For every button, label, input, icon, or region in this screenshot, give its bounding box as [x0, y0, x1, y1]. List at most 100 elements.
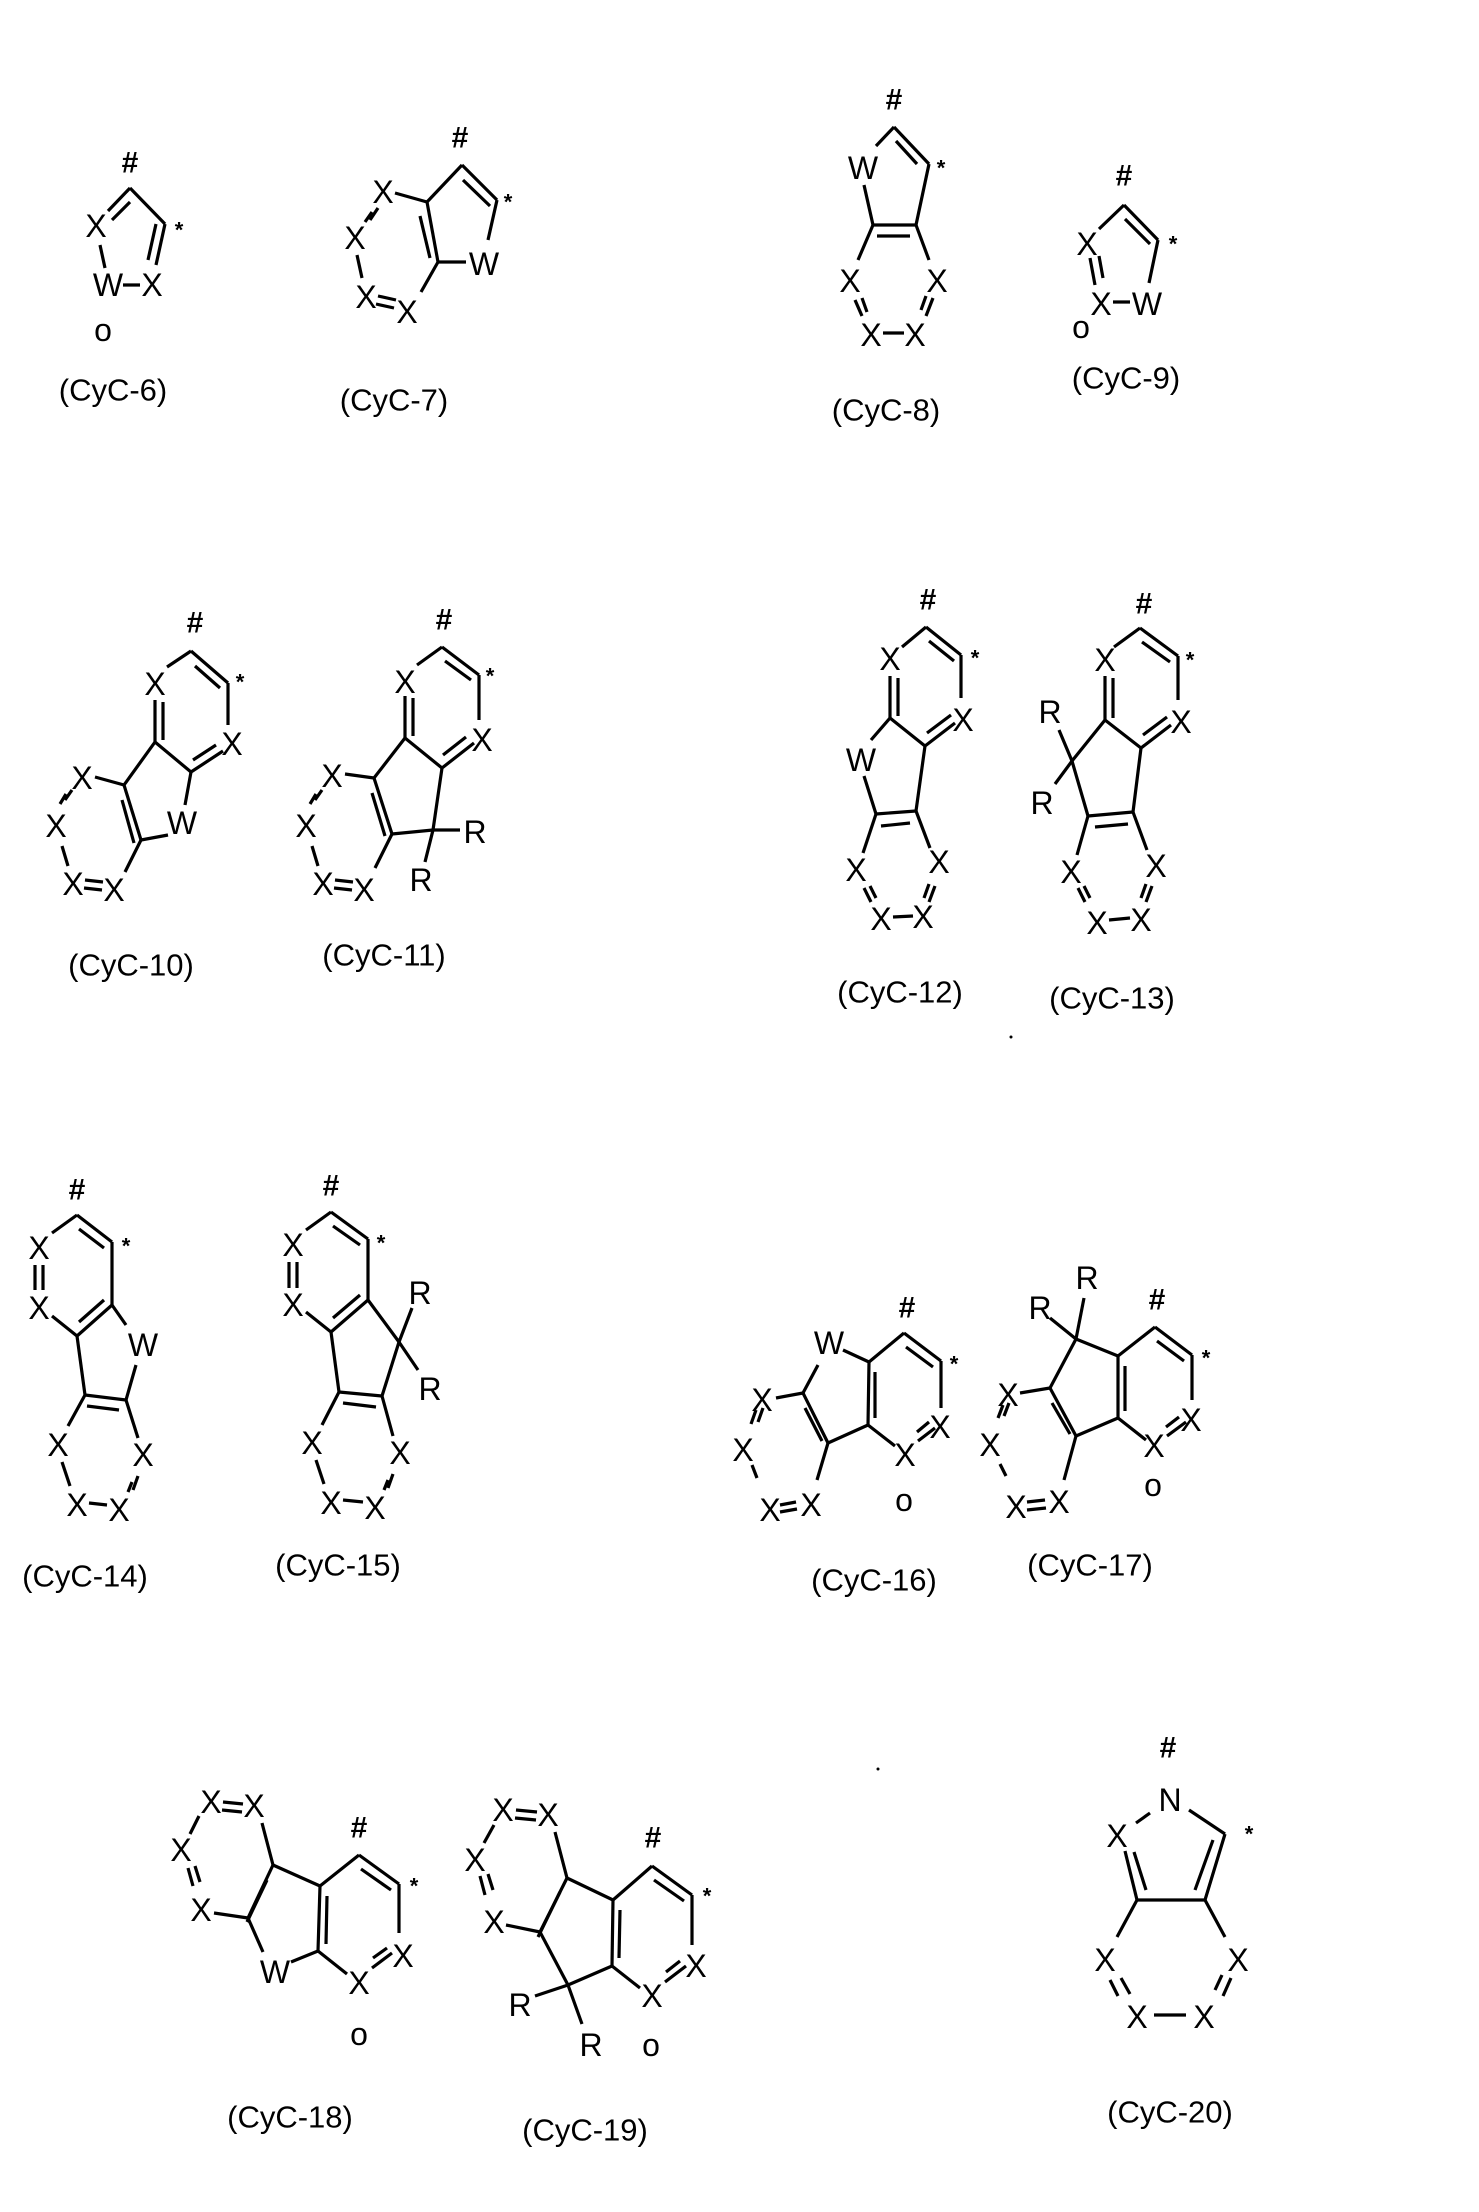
atom-x: X [845, 852, 866, 888]
atom-x: X [71, 760, 92, 796]
star-marker: * [504, 190, 513, 215]
atom-x: X [28, 1230, 49, 1266]
atom-x: X [894, 1437, 915, 1473]
structure-cyc-8: W X X X X # * (CyC-8) [832, 84, 948, 428]
structure-cyc-9: X X W # * o (CyC-9) [1072, 160, 1181, 396]
structure-cyc-14: X X W X X X X # * (CyC-14) [22, 1174, 159, 1594]
structure-label: (CyC-6) [59, 373, 168, 408]
scan-speck [1009, 1035, 1013, 1039]
structure-label: (CyC-18) [227, 2100, 353, 2135]
structure-cyc-13: X X R R X X X X # * (CyC-13) [1030, 588, 1194, 1016]
atom-x: X [1076, 226, 1097, 262]
structure-label: (CyC-8) [832, 393, 941, 428]
star-marker: * [1202, 1346, 1211, 1371]
structure-label: (CyC-14) [22, 1559, 148, 1594]
atom-x: X [870, 901, 891, 937]
atom-x: X [66, 1487, 87, 1523]
hash-marker: # [323, 1170, 340, 1203]
atom-x: X [879, 641, 900, 677]
hash-marker: # [122, 147, 139, 180]
star-marker: * [1169, 232, 1178, 257]
structure-label: (CyC-15) [275, 1548, 401, 1583]
atom-x: X [1060, 854, 1081, 890]
atom-w: W [469, 246, 500, 282]
star-marker: * [175, 218, 184, 243]
atom-x: X [839, 263, 860, 299]
atom-x: X [464, 1842, 485, 1878]
star-marker: * [971, 646, 980, 671]
structure-label: (CyC-13) [1049, 981, 1175, 1016]
atom-w: W [128, 1327, 159, 1363]
atom-x: X [929, 1409, 950, 1445]
structure-label: (CyC-7) [340, 383, 449, 418]
atom-w: W [846, 742, 877, 778]
hash-marker: # [886, 84, 903, 117]
atom-x: X [952, 702, 973, 738]
atom-x: X [1106, 1818, 1127, 1854]
atom-x: X [912, 899, 933, 935]
atom-x: X [1170, 704, 1191, 740]
structure-cyc-7: X X X X W # * (CyC-7) [340, 122, 513, 418]
atom-r: R [1028, 1290, 1051, 1326]
atom-x: X [85, 208, 106, 244]
atom-x: X [312, 866, 333, 902]
hash-marker: # [187, 607, 204, 640]
star-marker: * [1186, 648, 1195, 673]
star-marker: * [122, 1234, 131, 1259]
atom-w: W [848, 150, 879, 186]
atom-r: R [579, 2027, 602, 2063]
atom-x: X [396, 294, 417, 330]
atom-x: X [144, 666, 165, 702]
atom-x: X [685, 1948, 706, 1984]
star-marker: * [937, 156, 946, 181]
hash-marker: # [645, 1822, 662, 1855]
structure-cyc-17: R R X X X X X X o # * (CyC-17) [979, 1260, 1210, 1583]
structure-label: (CyC-9) [1072, 361, 1181, 396]
hash-marker: # [1136, 588, 1153, 621]
atom-x: X [979, 1427, 1000, 1463]
atom-x: X [537, 1797, 558, 1833]
atom-x: X [751, 1382, 772, 1418]
atom-r: R [463, 814, 486, 850]
atom-x: X [1130, 902, 1151, 938]
structure-cyc-19: X X X X R R X X o # * (CyC-19) [464, 1792, 711, 2148]
atom-x: X [348, 1965, 369, 2001]
structure-cyc-16: W X X X X X X o # * (CyC-16) [732, 1292, 958, 1598]
hash-marker: # [351, 1812, 368, 1845]
star-marker: * [1245, 1822, 1254, 1847]
atom-x: X [1048, 1484, 1069, 1520]
hash-marker: # [69, 1174, 86, 1207]
atom-x: X [1126, 1999, 1147, 2035]
atom-x: X [389, 1435, 410, 1471]
structure-cyc-20: N X X X X X # * (CyC-20) [1094, 1732, 1253, 2130]
structure-cyc-6: X W X # * o (CyC-6) [59, 147, 184, 408]
atom-w: W [1132, 286, 1163, 322]
atom-x: X [1005, 1489, 1026, 1525]
atom-x: X [364, 1490, 385, 1526]
atom-o: o [1144, 1467, 1162, 1503]
structure-cyc-12: X X W X X X X # * (CyC-12) [837, 584, 980, 1010]
atom-r: R [1030, 785, 1053, 821]
atom-o: o [94, 312, 112, 348]
atom-x: X [1145, 848, 1166, 884]
atom-x: X [372, 174, 393, 210]
atom-r: R [418, 1371, 441, 1407]
star-marker: * [377, 1231, 386, 1256]
atom-x: X [926, 263, 947, 299]
atom-r: R [1038, 694, 1061, 730]
atom-x: X [1086, 905, 1107, 941]
atom-x: X [28, 1290, 49, 1326]
atom-n: N [1158, 1782, 1181, 1818]
structure-cyc-15: X X R R X X X X # * (CyC-15) [275, 1170, 441, 1583]
atom-x: X [301, 1425, 322, 1461]
star-marker: * [486, 664, 495, 689]
atom-x: X [392, 1938, 413, 1974]
atom-o: o [1072, 309, 1090, 345]
atom-x: X [282, 1287, 303, 1323]
atom-r: R [409, 862, 432, 898]
structure-label: (CyC-19) [522, 2113, 648, 2148]
hash-marker: # [1149, 1284, 1166, 1317]
atom-x: X [928, 844, 949, 880]
atom-x: X [1227, 1942, 1248, 1978]
